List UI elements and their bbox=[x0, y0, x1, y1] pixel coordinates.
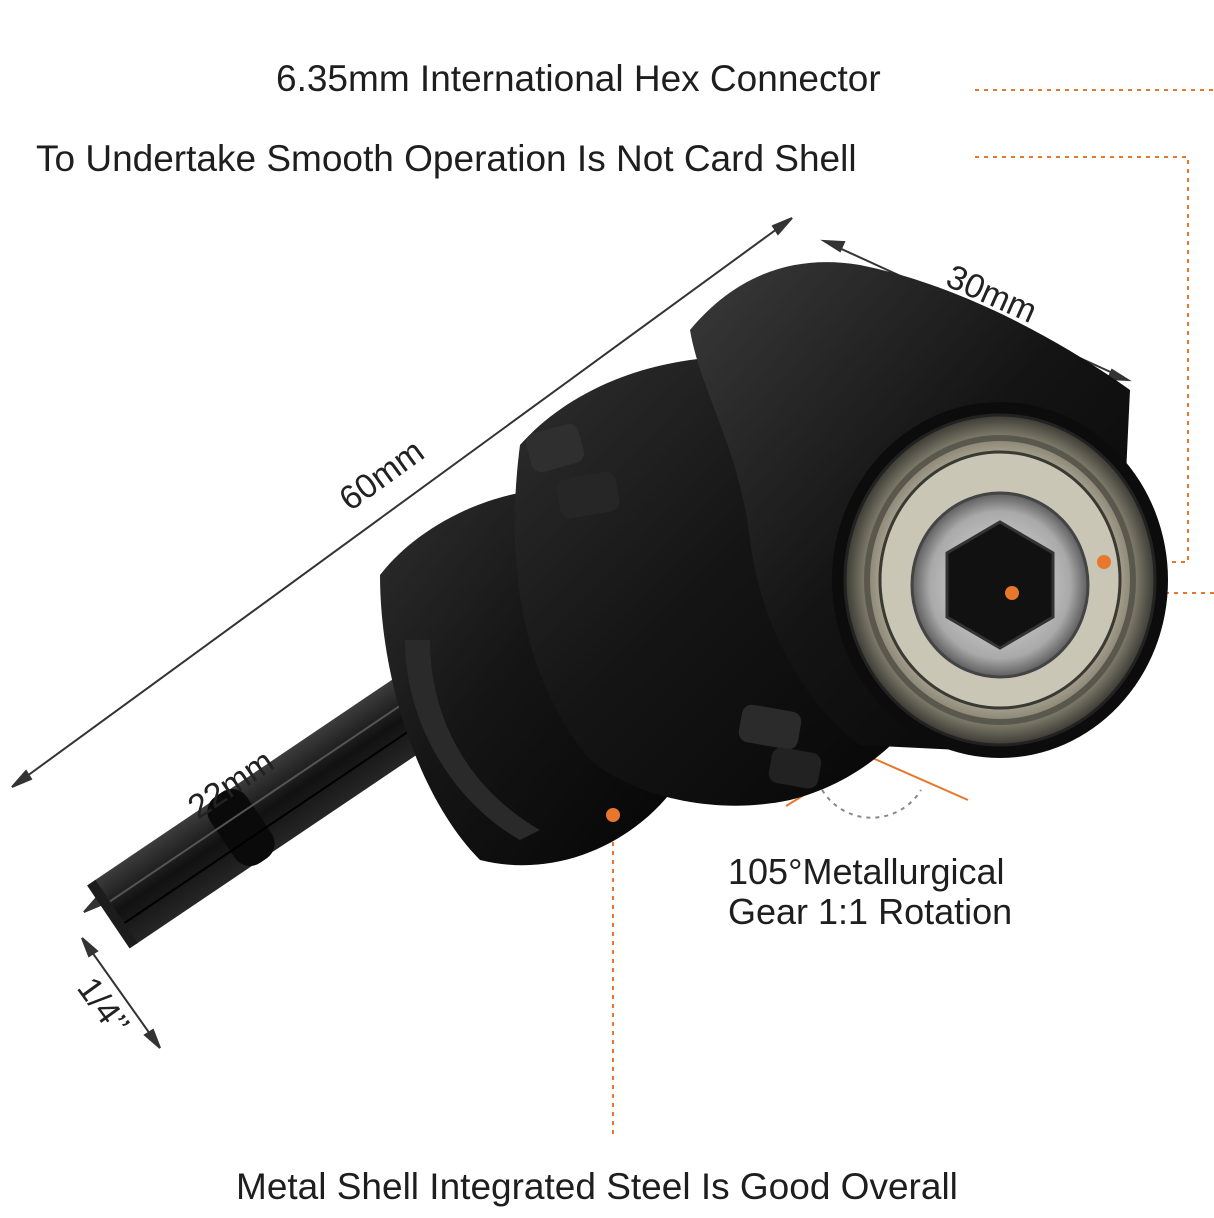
smooth-operation-label: To Undertake Smooth Operation Is Not Car… bbox=[36, 138, 857, 179]
dim-arrow-quarter-a bbox=[81, 937, 99, 958]
hex-socket-opening bbox=[945, 520, 1055, 650]
shank-groove bbox=[207, 789, 275, 866]
collar-front-ring bbox=[405, 640, 540, 840]
gear-label-line-1: 105°Metallurgical bbox=[728, 851, 1005, 892]
shank-body bbox=[93, 662, 460, 944]
body-grip-1 bbox=[525, 423, 585, 473]
body-grip-2 bbox=[556, 471, 620, 519]
body-grip-4 bbox=[768, 747, 822, 789]
gear-angle-line-right bbox=[867, 755, 969, 801]
bearing-marker bbox=[1097, 555, 1111, 569]
shank-tip bbox=[87, 879, 138, 949]
hex-connector-label: 6.35mm International Hex Connector bbox=[276, 58, 881, 99]
dim-arrow-30-a bbox=[820, 239, 846, 253]
body-grip-3 bbox=[738, 704, 802, 750]
dim-arrow-30-b bbox=[1106, 368, 1132, 382]
bearing-assembly bbox=[843, 413, 1157, 747]
dim-label-60: 60mm bbox=[332, 432, 431, 518]
leader-gear-arc bbox=[817, 781, 922, 819]
dim-label-quarter: 1/4’’ bbox=[70, 970, 137, 1042]
gear-label-line-2: Gear 1:1 Rotation bbox=[728, 891, 1013, 932]
dim-line-quarter bbox=[81, 937, 161, 1049]
dim-arrow-60-b bbox=[771, 217, 793, 236]
hex-shank bbox=[87, 662, 460, 949]
shell-marker bbox=[606, 808, 620, 822]
hex-center-marker bbox=[1005, 586, 1019, 600]
dim-arrow-quarter-b bbox=[143, 1028, 161, 1049]
dim-line-60 bbox=[11, 217, 793, 788]
shank-edge-upper bbox=[107, 683, 433, 904]
metal-shell-label: Metal Shell Integrated Steel Is Good Ove… bbox=[236, 1166, 958, 1207]
gear-rotation-label: 105°Metallurgical Gear 1:1 Rotation bbox=[728, 852, 1012, 932]
dim-arrow-60-a bbox=[11, 769, 33, 788]
shank-edge-lower bbox=[122, 705, 447, 925]
bearing-race bbox=[864, 435, 1136, 725]
